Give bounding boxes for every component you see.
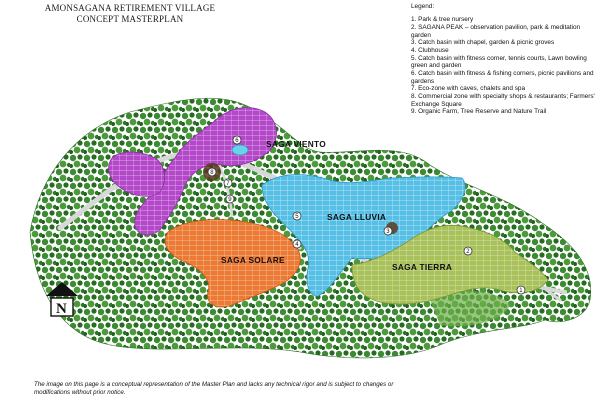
legend-list: 1. Park & tree nursery 2. SAGANA PEAK – … (411, 16, 597, 115)
svg-text:8: 8 (210, 170, 214, 176)
legend-item-7: 7. Eco-zone with caves, chalets and spa (411, 85, 526, 93)
marker-6[interactable]: 6 (232, 135, 242, 145)
pond (231, 144, 249, 156)
svg-text:3: 3 (386, 229, 390, 235)
legend-heading: Legend: (411, 3, 435, 10)
marker-4[interactable]: 4 (292, 239, 302, 249)
marker-7[interactable]: 7 (223, 178, 233, 188)
marker-1[interactable]: 1 (516, 285, 526, 295)
legend-item-1: 1. Park & tree nursery (411, 16, 474, 24)
marker-2[interactable]: 2 (463, 246, 473, 256)
marker-5[interactable]: 5 (292, 211, 302, 221)
title-line-2: CONCEPT MASTERPLAN (76, 14, 184, 24)
disclaimer: The image on this page is a conceptual r… (34, 381, 394, 396)
zone-label-solare: SAGA SOLARE (221, 255, 285, 265)
svg-text:1: 1 (519, 288, 523, 294)
zone-label-viento: SAGA VIENTO (266, 139, 326, 149)
marker-8[interactable]: 8 (207, 167, 217, 177)
marker-9[interactable]: 9 (225, 194, 235, 204)
zone-label-lluvia: SAGA LLUVIA (327, 212, 386, 222)
svg-text:6: 6 (235, 138, 239, 144)
legend-item-5: 5. Catch basin with fitness corner, tenn… (411, 55, 587, 70)
page-title: AMONSAGANA RETIREMENT VILLAGE CONCEPT MA… (10, 3, 250, 25)
legend: Legend: 1. Park & tree nursery 2. SAGANA… (411, 3, 597, 116)
legend-item-3: 3. Catch basin with chapel, garden & pic… (411, 39, 555, 47)
forest-light-patch (430, 290, 510, 327)
marker-3[interactable]: 3 (383, 226, 393, 236)
zone-tierra-area (351, 224, 549, 305)
zone-solare-area (164, 219, 301, 308)
title-line-1: AMONSAGANA RETIREMENT VILLAGE (44, 3, 216, 13)
legend-item-9: 9. Organic Farm, Tree Reserve and Nature… (411, 108, 547, 116)
zone-label-tierra: SAGA TIERRA (392, 262, 452, 272)
svg-text:7: 7 (226, 181, 230, 187)
legend-item-2: 2. SAGANA PEAK – observation pavilion, p… (411, 24, 581, 39)
north-arrow: N (46, 282, 78, 317)
zone-viento-west (108, 151, 165, 197)
legend-item-8: 8. Commercial zone with specialty shops … (411, 93, 595, 108)
north-letter: N (56, 301, 67, 317)
svg-text:5: 5 (295, 214, 299, 220)
legend-item-6: 6. Catch basin with fitness & fishing co… (411, 70, 594, 85)
svg-text:2: 2 (466, 249, 470, 255)
svg-text:9: 9 (228, 197, 232, 203)
svg-text:4: 4 (295, 242, 299, 248)
legend-item-4: 4. Clubhouse (411, 47, 449, 55)
